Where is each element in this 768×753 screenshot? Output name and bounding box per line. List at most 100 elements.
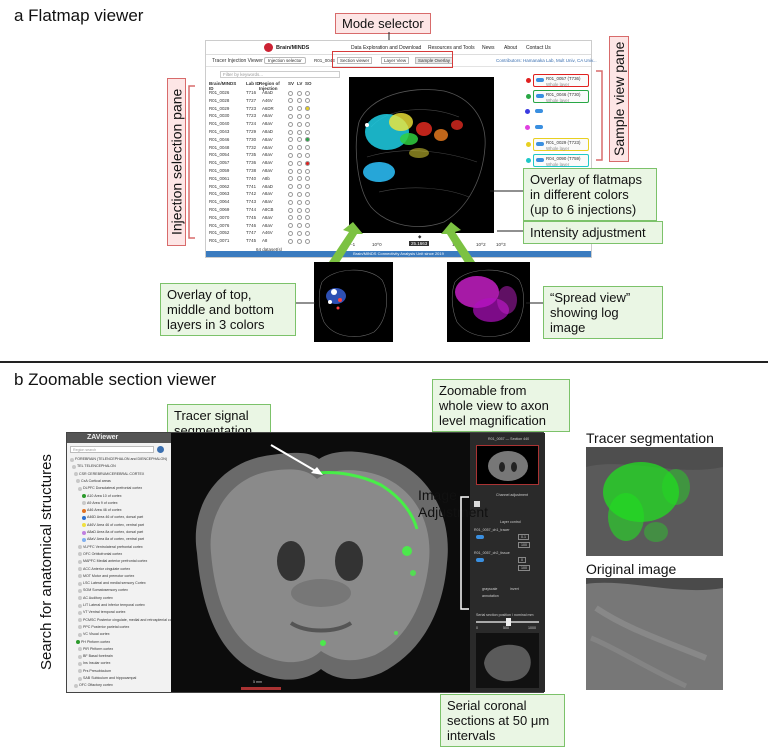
channel-adjust-icon[interactable] bbox=[474, 501, 480, 507]
section-slider-handle[interactable] bbox=[506, 618, 511, 626]
tree-item[interactable]: VT Ventral temporal cortex bbox=[83, 610, 126, 615]
tree-item[interactable]: TEL TELENCEPHALON bbox=[77, 464, 116, 469]
tree-item[interactable]: CxA Cortical areas bbox=[81, 478, 111, 483]
so-radio[interactable] bbox=[305, 184, 310, 190]
lv-icon[interactable] bbox=[297, 121, 302, 127]
so-radio[interactable] bbox=[305, 207, 310, 213]
sv-icon[interactable] bbox=[288, 184, 293, 190]
tree-item[interactable]: A8aD Area 8a of cortex, dorsal part bbox=[87, 530, 144, 534]
tree-item[interactable]: SOM Somatosensory cortex bbox=[83, 588, 128, 593]
region-search-input[interactable]: Region search bbox=[70, 446, 154, 453]
tree-item[interactable]: SAB Subiculum and hippocampal bbox=[83, 676, 137, 680]
layer-1-value[interactable]: 0 bbox=[518, 557, 526, 563]
sv-icon[interactable] bbox=[288, 113, 293, 119]
so-radio[interactable] bbox=[305, 160, 310, 166]
sv-icon[interactable] bbox=[288, 207, 293, 213]
tree-item[interactable]: CSR CEREBRUM/CEREBRAL CORTEX bbox=[79, 471, 145, 476]
so-radio[interactable] bbox=[305, 145, 310, 151]
sample-toggle[interactable] bbox=[535, 109, 543, 113]
lv-icon[interactable] bbox=[297, 207, 302, 213]
so-radio[interactable] bbox=[305, 199, 310, 205]
nav-item-data[interactable]: Data Exploration and Download bbox=[351, 45, 422, 51]
section-image-canvas[interactable]: 5 mm bbox=[171, 433, 470, 692]
sample-slot[interactable]: R01_0046 (T730)Whole layer bbox=[526, 90, 589, 103]
layer-0-max[interactable]: 100 bbox=[518, 542, 530, 548]
tree-item[interactable]: FOREBRAIN (TELENCEPHALON and DIENCEPHALO… bbox=[75, 457, 168, 461]
sv-icon[interactable] bbox=[288, 137, 293, 143]
sv-icon[interactable] bbox=[288, 191, 293, 197]
layer-0-value[interactable]: 0.1 bbox=[518, 534, 529, 540]
lv-icon[interactable] bbox=[297, 215, 302, 221]
so-radio[interactable] bbox=[305, 230, 310, 236]
tree-item[interactable]: BF Basal forebrain bbox=[83, 654, 113, 659]
lv-icon[interactable] bbox=[297, 176, 302, 182]
tree-item[interactable]: MOT Motor and premotor cortex bbox=[83, 573, 135, 578]
filter-input[interactable]: Filter by keywords... bbox=[220, 71, 340, 78]
so-radio[interactable] bbox=[305, 215, 310, 221]
layer-view-button[interactable]: Layer View bbox=[381, 57, 410, 64]
sv-icon[interactable] bbox=[288, 230, 293, 236]
sv-icon[interactable] bbox=[288, 90, 293, 96]
sample-slot[interactable]: R04_0090 (T759)Whole layer bbox=[526, 154, 589, 167]
lv-icon[interactable] bbox=[297, 184, 302, 190]
so-radio[interactable] bbox=[305, 113, 310, 119]
so-radio[interactable] bbox=[305, 238, 310, 244]
tree-item[interactable]: ACC Anterior cingulate cortex bbox=[83, 566, 131, 571]
layer-0-toggle[interactable] bbox=[476, 535, 484, 539]
lv-icon[interactable] bbox=[297, 238, 302, 244]
sample-toggle[interactable] bbox=[536, 78, 544, 82]
lv-icon[interactable] bbox=[297, 230, 302, 236]
so-radio[interactable] bbox=[305, 137, 310, 143]
view-option-invert[interactable]: invert bbox=[510, 587, 519, 591]
sv-icon[interactable] bbox=[288, 98, 293, 104]
lv-icon[interactable] bbox=[297, 168, 302, 174]
so-radio[interactable] bbox=[305, 176, 310, 182]
so-radio[interactable] bbox=[305, 191, 310, 197]
tree-item[interactable]: Prs Presubiculum bbox=[83, 668, 112, 673]
tree-item[interactable]: LSC Lateral and medial sensory Cortex bbox=[83, 581, 146, 586]
tree-item[interactable]: OFC Orbitofrontal cortex bbox=[83, 551, 123, 556]
layer-1-toggle[interactable] bbox=[476, 558, 484, 562]
sv-icon[interactable] bbox=[288, 215, 293, 221]
tree-item[interactable]: A46V Area 46 of cortex, ventral part bbox=[87, 522, 144, 527]
lv-icon[interactable] bbox=[297, 191, 302, 197]
tree-item[interactable]: A8aV Area 8a of cortex, ventral part bbox=[87, 537, 144, 542]
nav-item-resources[interactable]: Resources and Tools bbox=[428, 45, 475, 51]
sv-icon[interactable] bbox=[288, 145, 293, 151]
view-option-grayscale[interactable]: grayscale bbox=[482, 587, 498, 591]
search-icon[interactable] bbox=[157, 446, 164, 453]
so-radio[interactable] bbox=[305, 121, 310, 127]
sv-icon[interactable] bbox=[288, 129, 293, 135]
sv-icon[interactable] bbox=[288, 223, 293, 229]
sv-icon[interactable] bbox=[288, 168, 293, 174]
so-radio[interactable] bbox=[305, 152, 310, 158]
nav-item-about[interactable]: About bbox=[504, 45, 518, 51]
tree-item[interactable]: A46 Area 46 of cortex bbox=[87, 508, 122, 513]
lv-icon[interactable] bbox=[297, 137, 302, 143]
sample-slot[interactable]: R01_0057 (T736)Whole layer bbox=[526, 74, 589, 87]
view-option-annotation[interactable]: annotation bbox=[482, 594, 499, 598]
section-viewer-button[interactable]: Section viewer bbox=[337, 57, 373, 64]
lv-icon[interactable] bbox=[297, 98, 302, 104]
sample-toggle[interactable] bbox=[536, 94, 544, 98]
lv-icon[interactable] bbox=[297, 129, 302, 135]
lv-icon[interactable] bbox=[297, 152, 302, 158]
sv-icon[interactable] bbox=[288, 152, 293, 158]
sv-icon[interactable] bbox=[288, 121, 293, 127]
tree-item[interactable]: PIR Piriform cortex bbox=[83, 646, 114, 651]
lv-icon[interactable] bbox=[297, 199, 302, 205]
